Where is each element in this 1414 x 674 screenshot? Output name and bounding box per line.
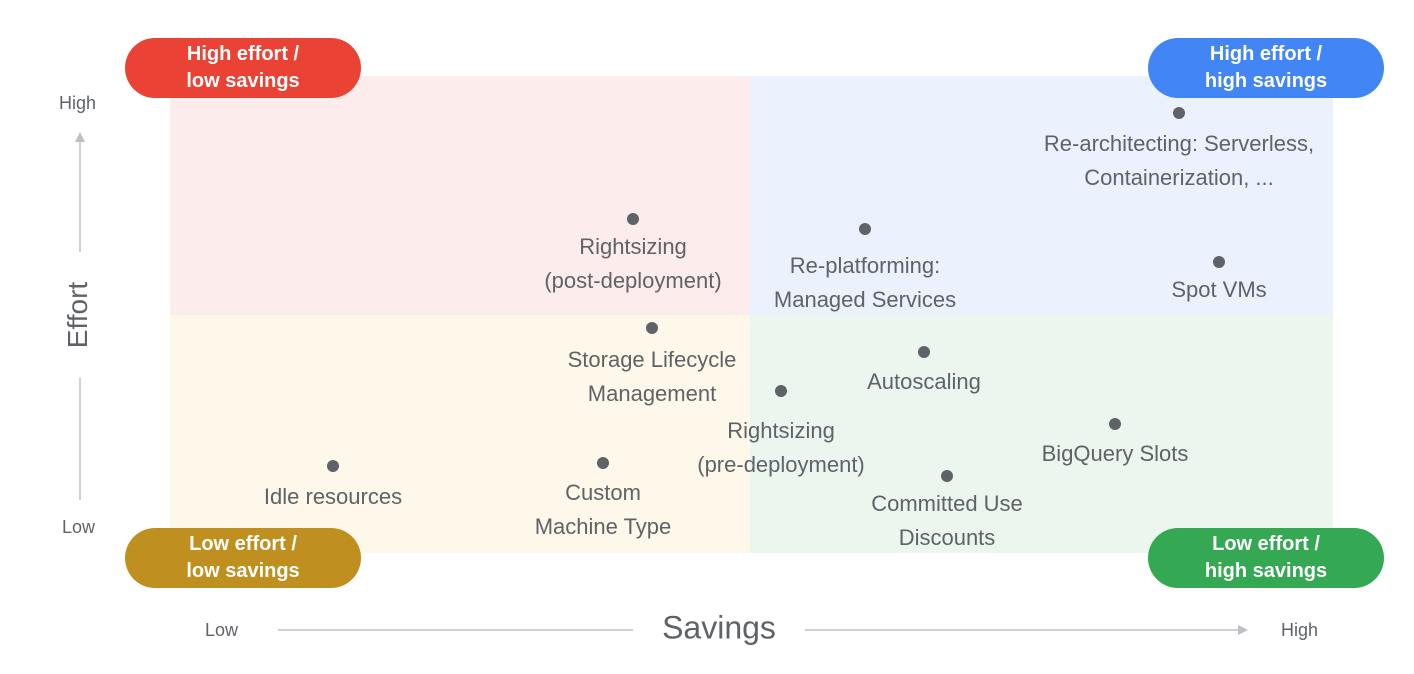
quadrant-low-effort-high-savings [750,315,1333,553]
point-label-line2: Management [587,381,717,406]
x-axis-arrow-icon [1238,625,1248,635]
point-label-line1: Committed Use [871,491,1023,516]
point-dot-replatforming [859,223,871,235]
x-axis-low-label: Low [205,620,239,640]
point-label-line1: Storage Lifecycle [567,347,737,372]
point-dot-autoscaling [918,346,930,358]
point-label-line2: Managed Services [773,287,957,312]
point-dot-committed-use [941,470,953,482]
point-dot-idle-resources [327,460,339,472]
point-label-rightsizing-pre: Rightsizing (pre-deployment) [697,414,865,482]
point-label-line2: Containerization, ... [1084,165,1274,190]
point-label-line1: Autoscaling [867,369,981,394]
point-label-spot-vms: Spot VMs [1171,273,1266,307]
point-label-idle-resources: Idle resources [264,480,402,514]
y-axis-high-label: High [59,93,97,113]
pill-low-effort-high-savings: Low effort / high savings [1148,528,1384,588]
point-label-replatforming: Re-platforming: Managed Services [774,249,956,317]
point-label-line2: (pre-deployment) [697,452,865,477]
point-label-line1: Spot VMs [1171,277,1267,302]
point-label-line1: Idle resources [263,484,403,509]
point-label-line1: Rightsizing [727,418,835,443]
quadrant-low-effort-low-savings [170,315,750,553]
point-label-autoscaling: Autoscaling [867,365,981,399]
point-label-line1: Re-platforming: [789,253,941,278]
pill-high-effort-high-savings: High effort / high savings [1148,38,1384,98]
point-label-rightsizing-post: Rightsizing (post-deployment) [544,230,721,298]
point-label-rearchitecting: Re-architecting: Serverless, Containeriz… [1044,127,1314,195]
point-label-line1: Re-architecting: Serverless, [1043,131,1315,156]
x-axis-title: Savings [662,609,776,646]
point-dot-storage-lifecycle [646,322,658,334]
quadrant-high-effort-high-savings [750,76,1333,315]
point-label-custom-machine-type: Custom Machine Type [535,476,672,544]
point-dot-rightsizing-post [627,213,639,225]
point-label-line2: Machine Type [534,514,672,539]
point-label-bigquery-slots: BigQuery Slots [1042,437,1189,471]
point-dot-bigquery-slots [1109,418,1121,430]
point-label-line1: BigQuery Slots [1041,441,1189,466]
point-dot-rearchitecting [1173,107,1185,119]
point-label-line2: (post-deployment) [544,268,722,293]
point-dot-spot-vms [1213,256,1225,268]
y-axis-low-label: Low [62,517,96,537]
pill-high-effort-low-savings: High effort / low savings [125,38,361,98]
quadrant-high-effort-low-savings [170,76,750,315]
y-axis-title: Effort [62,281,93,349]
point-label-storage-lifecycle: Storage Lifecycle Management [568,343,737,411]
y-axis-arrow-icon [75,132,85,142]
point-dot-custom-machine-type [597,457,609,469]
point-label-line1: Rightsizing [579,234,687,259]
point-label-committed-use: Committed Use Discounts [871,487,1023,555]
point-label-line1: Custom [565,480,641,505]
pill-low-effort-low-savings: Low effort / low savings [125,528,361,588]
x-axis-high-label: High [1281,620,1319,640]
point-dot-rightsizing-pre [775,385,787,397]
point-label-line2: Discounts [898,525,996,550]
